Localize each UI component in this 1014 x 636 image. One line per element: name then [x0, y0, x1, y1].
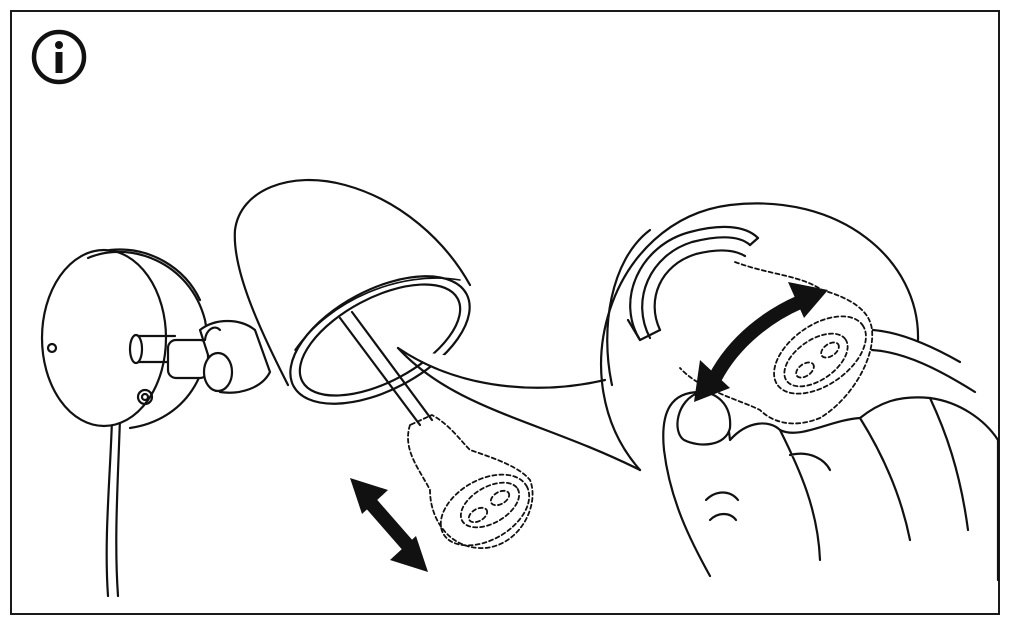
callout-bulb-outline-icon — [679, 261, 874, 425]
swivel-joint-icon — [128, 319, 272, 394]
info-icon — [31, 29, 87, 85]
curved-double-arrow-icon — [694, 282, 828, 402]
hand-icon — [662, 328, 1000, 582]
socket-ring-icon — [626, 225, 760, 342]
lamp-shade-icon — [233, 178, 472, 405]
power-cable-icon — [105, 416, 122, 598]
wall-mount-base-icon — [40, 248, 208, 430]
bulb-outline-icon — [338, 310, 534, 549]
detail-magnifier-icon — [396, 202, 920, 472]
double-arrow-icon — [350, 478, 428, 572]
